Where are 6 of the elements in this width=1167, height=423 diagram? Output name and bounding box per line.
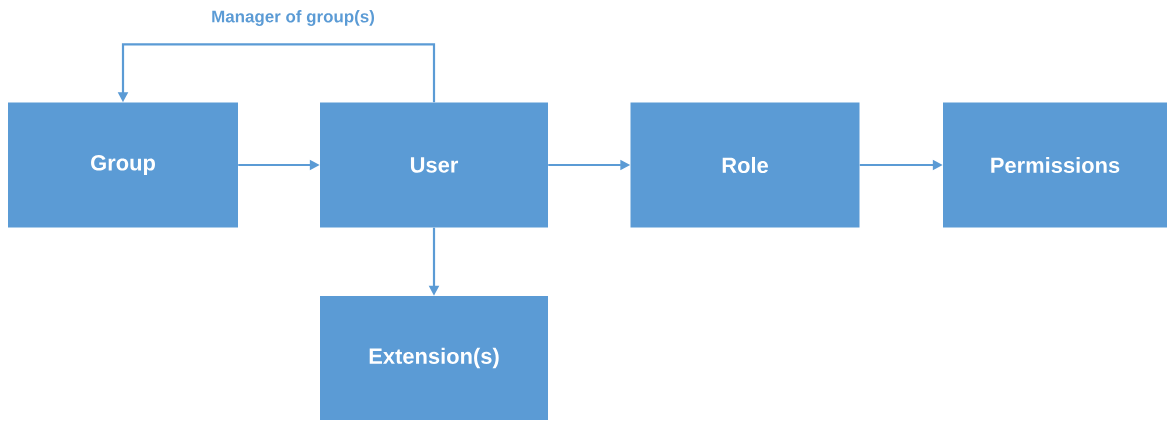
process-box: User <box>320 102 548 228</box>
process-box: Role <box>630 102 860 228</box>
process-box: Extension(s) <box>320 296 548 420</box>
process-box: Permissions <box>943 102 1167 228</box>
edge-label: Manager of group(s) <box>209 8 377 28</box>
process-box: Group <box>8 102 238 228</box>
